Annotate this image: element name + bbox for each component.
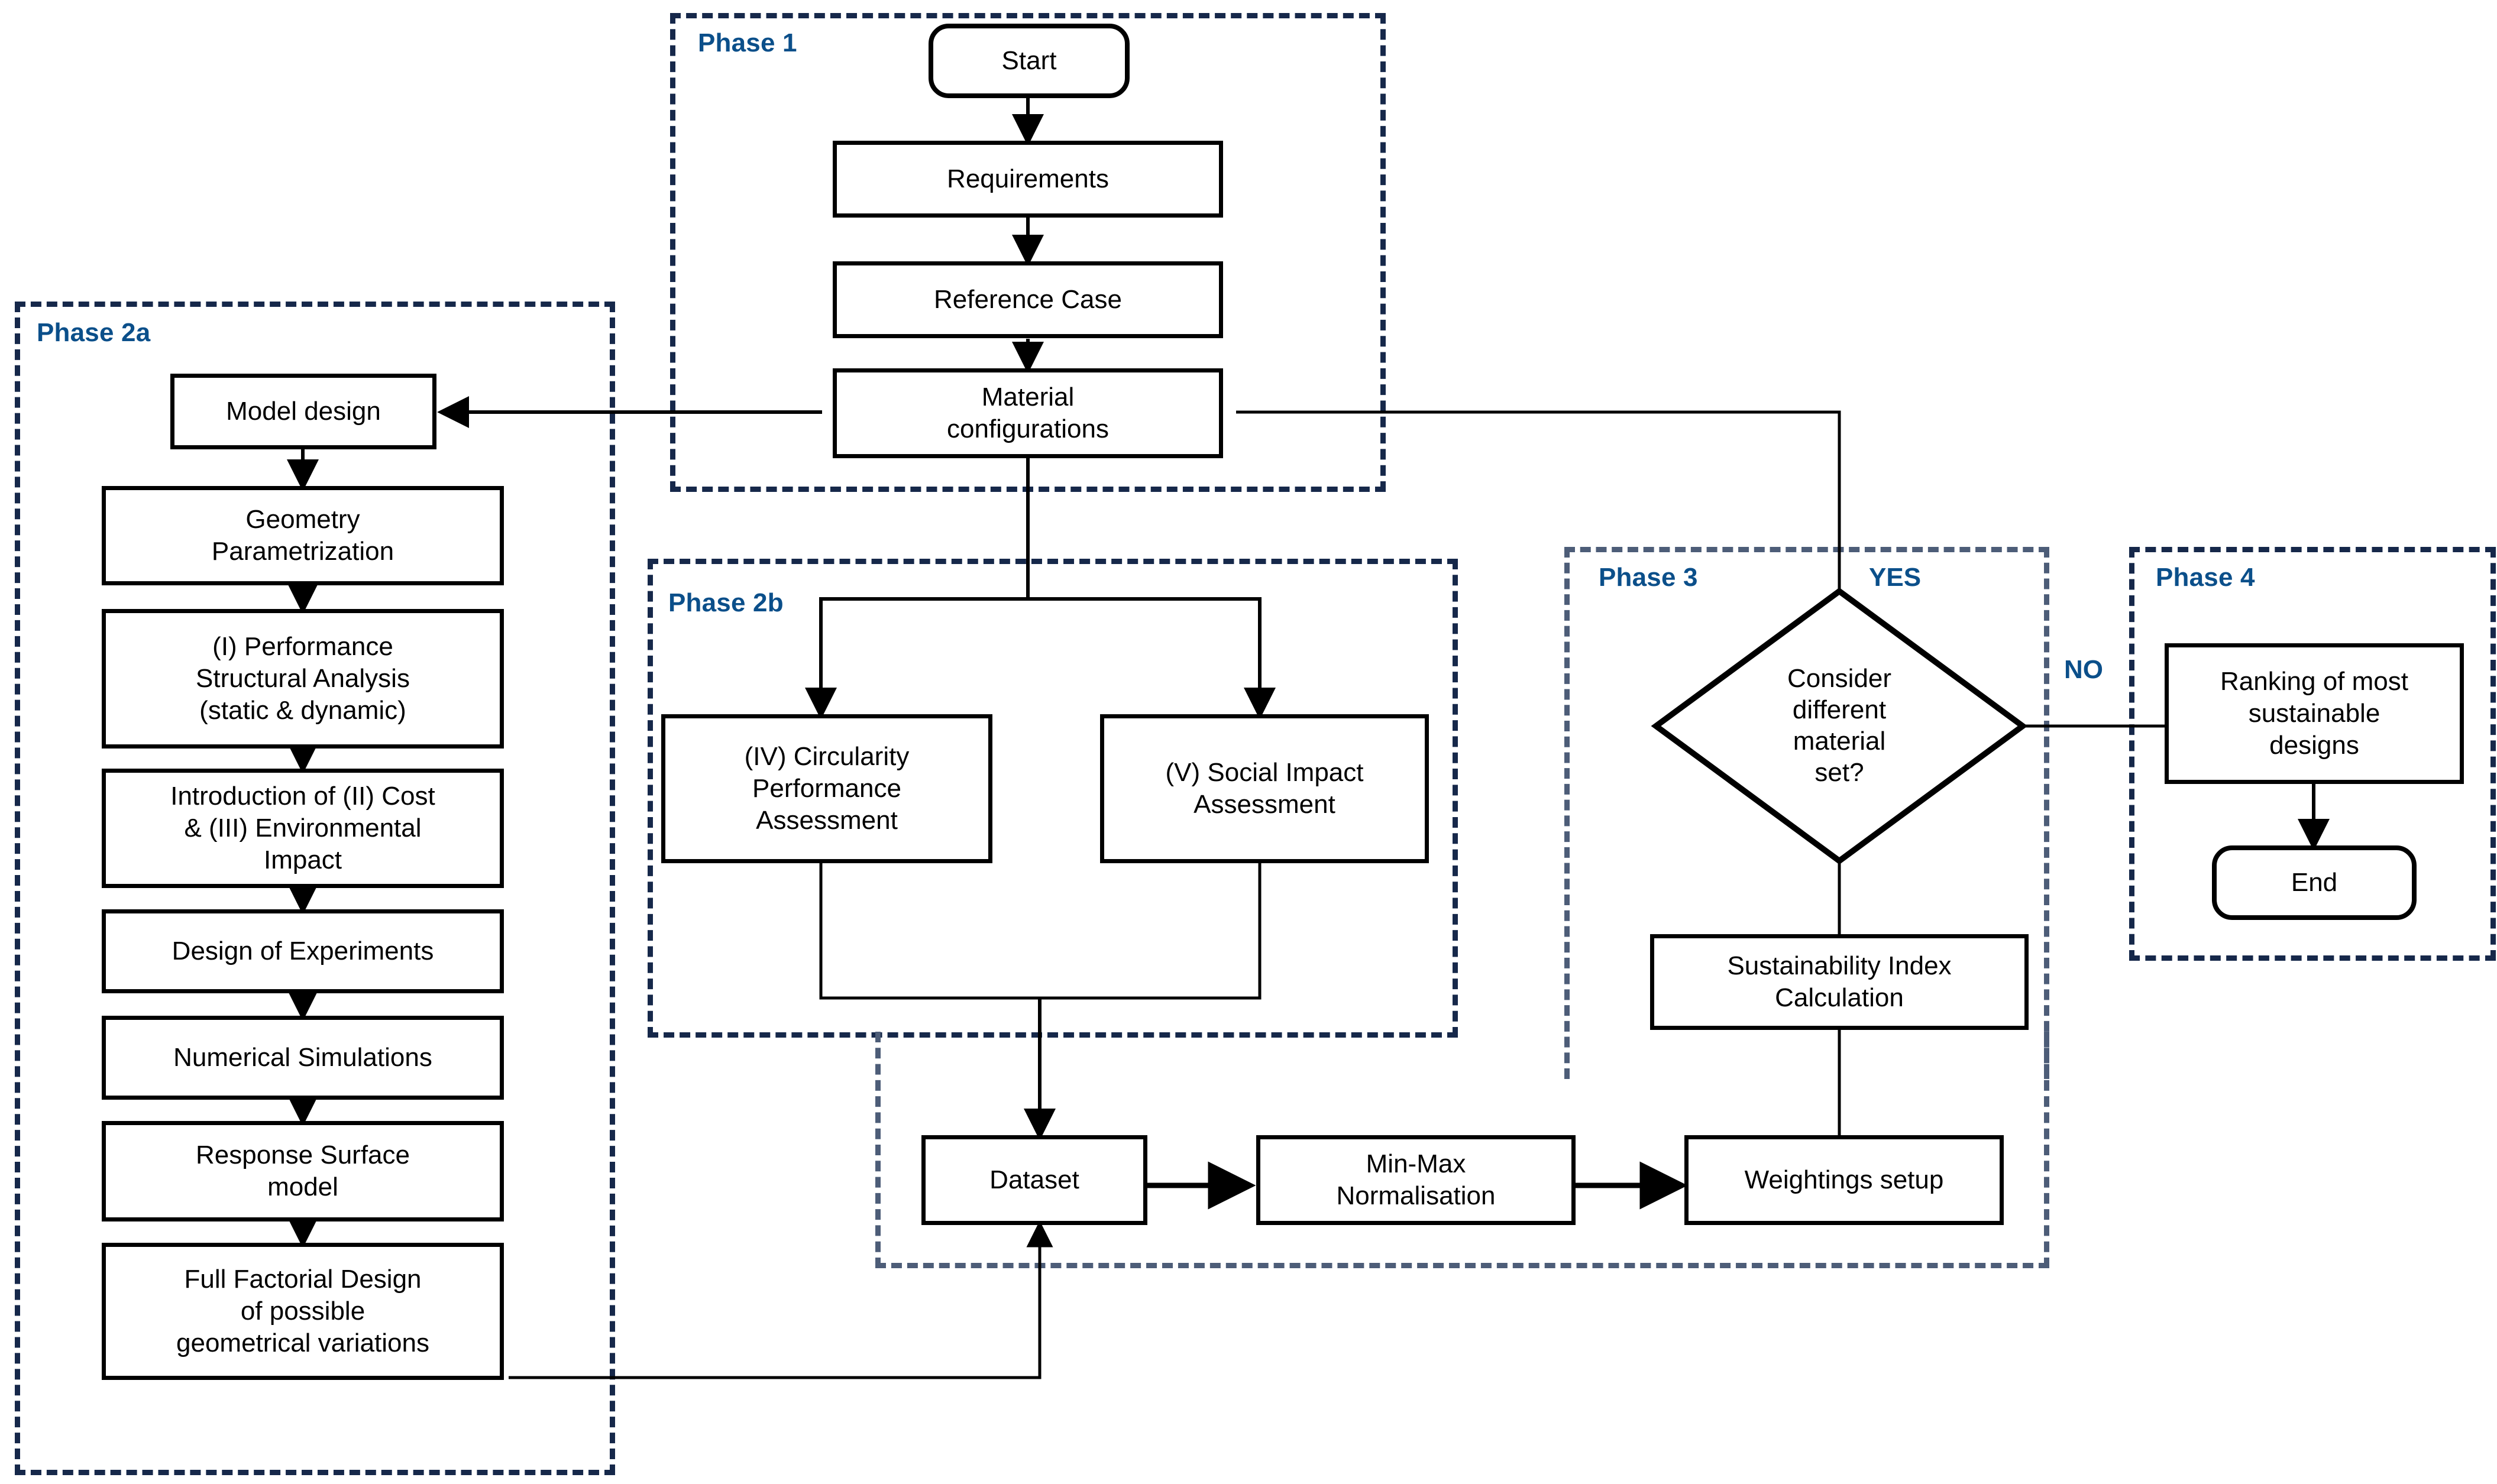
phase-3-container <box>875 1032 2049 1268</box>
decision-diamond-shape[interactable] <box>1651 587 2028 865</box>
node-requirements-label: Requirements <box>947 164 1109 194</box>
phase-2a-container <box>15 302 615 1475</box>
node-dataset-label: Dataset <box>989 1165 1079 1195</box>
node-end[interactable]: End <box>2212 845 2417 920</box>
phase-2a-label: Phase 2a <box>37 318 151 347</box>
edge-circularity-down <box>819 863 1040 1000</box>
phase-2b-container <box>648 559 1458 1038</box>
node-cost-environmental-impact-label: Introduction of (II) Cost& (III) Environ… <box>170 782 435 874</box>
node-weightings-setup[interactable]: Weightings setup <box>1684 1135 2004 1225</box>
node-numerical-simulations-label: Numerical Simulations <box>173 1043 432 1073</box>
phase-4-container <box>2129 547 2496 961</box>
node-design-of-experiments[interactable]: Design of Experiments <box>102 909 504 993</box>
node-start[interactable]: Start <box>929 24 1130 98</box>
decision-no-label: NO <box>2064 655 2103 684</box>
node-requirements[interactable]: Requirements <box>833 141 1223 218</box>
edge-fullfactorial-to-dataset <box>509 1220 1053 1379</box>
edge-split-to-circularity <box>805 597 1028 720</box>
node-start-label: Start <box>1001 46 1057 76</box>
decision-yes-label: YES <box>1869 563 1922 592</box>
node-model-design[interactable]: Model design <box>170 374 436 449</box>
node-numerical-simulations[interactable]: Numerical Simulations <box>102 1016 504 1100</box>
phase-3-label: Phase 3 <box>1599 563 1698 592</box>
node-end-label: End <box>2291 868 2338 897</box>
node-reference-case[interactable]: Reference Case <box>833 261 1223 338</box>
node-dataset[interactable]: Dataset <box>921 1135 1147 1225</box>
node-model-design-label: Model design <box>226 397 381 426</box>
edge-decision-yes-to-material <box>1236 410 1841 591</box>
node-cost-environmental-impact[interactable]: Introduction of (II) Cost& (III) Environ… <box>102 769 504 888</box>
phase-4-label: Phase 4 <box>2156 563 2255 592</box>
phase-1-label: Phase 1 <box>698 28 797 57</box>
node-reference-case-label: Reference Case <box>934 285 1122 315</box>
phase-3-container-upper <box>1564 547 2049 1079</box>
phase-2b-label: Phase 2b <box>668 588 784 617</box>
node-design-of-experiments-label: Design of Experiments <box>172 937 434 966</box>
node-weightings-setup-label: Weightings setup <box>1744 1165 1944 1195</box>
edge-split-to-social <box>1028 597 1276 720</box>
edge-social-down <box>1040 863 1262 1000</box>
